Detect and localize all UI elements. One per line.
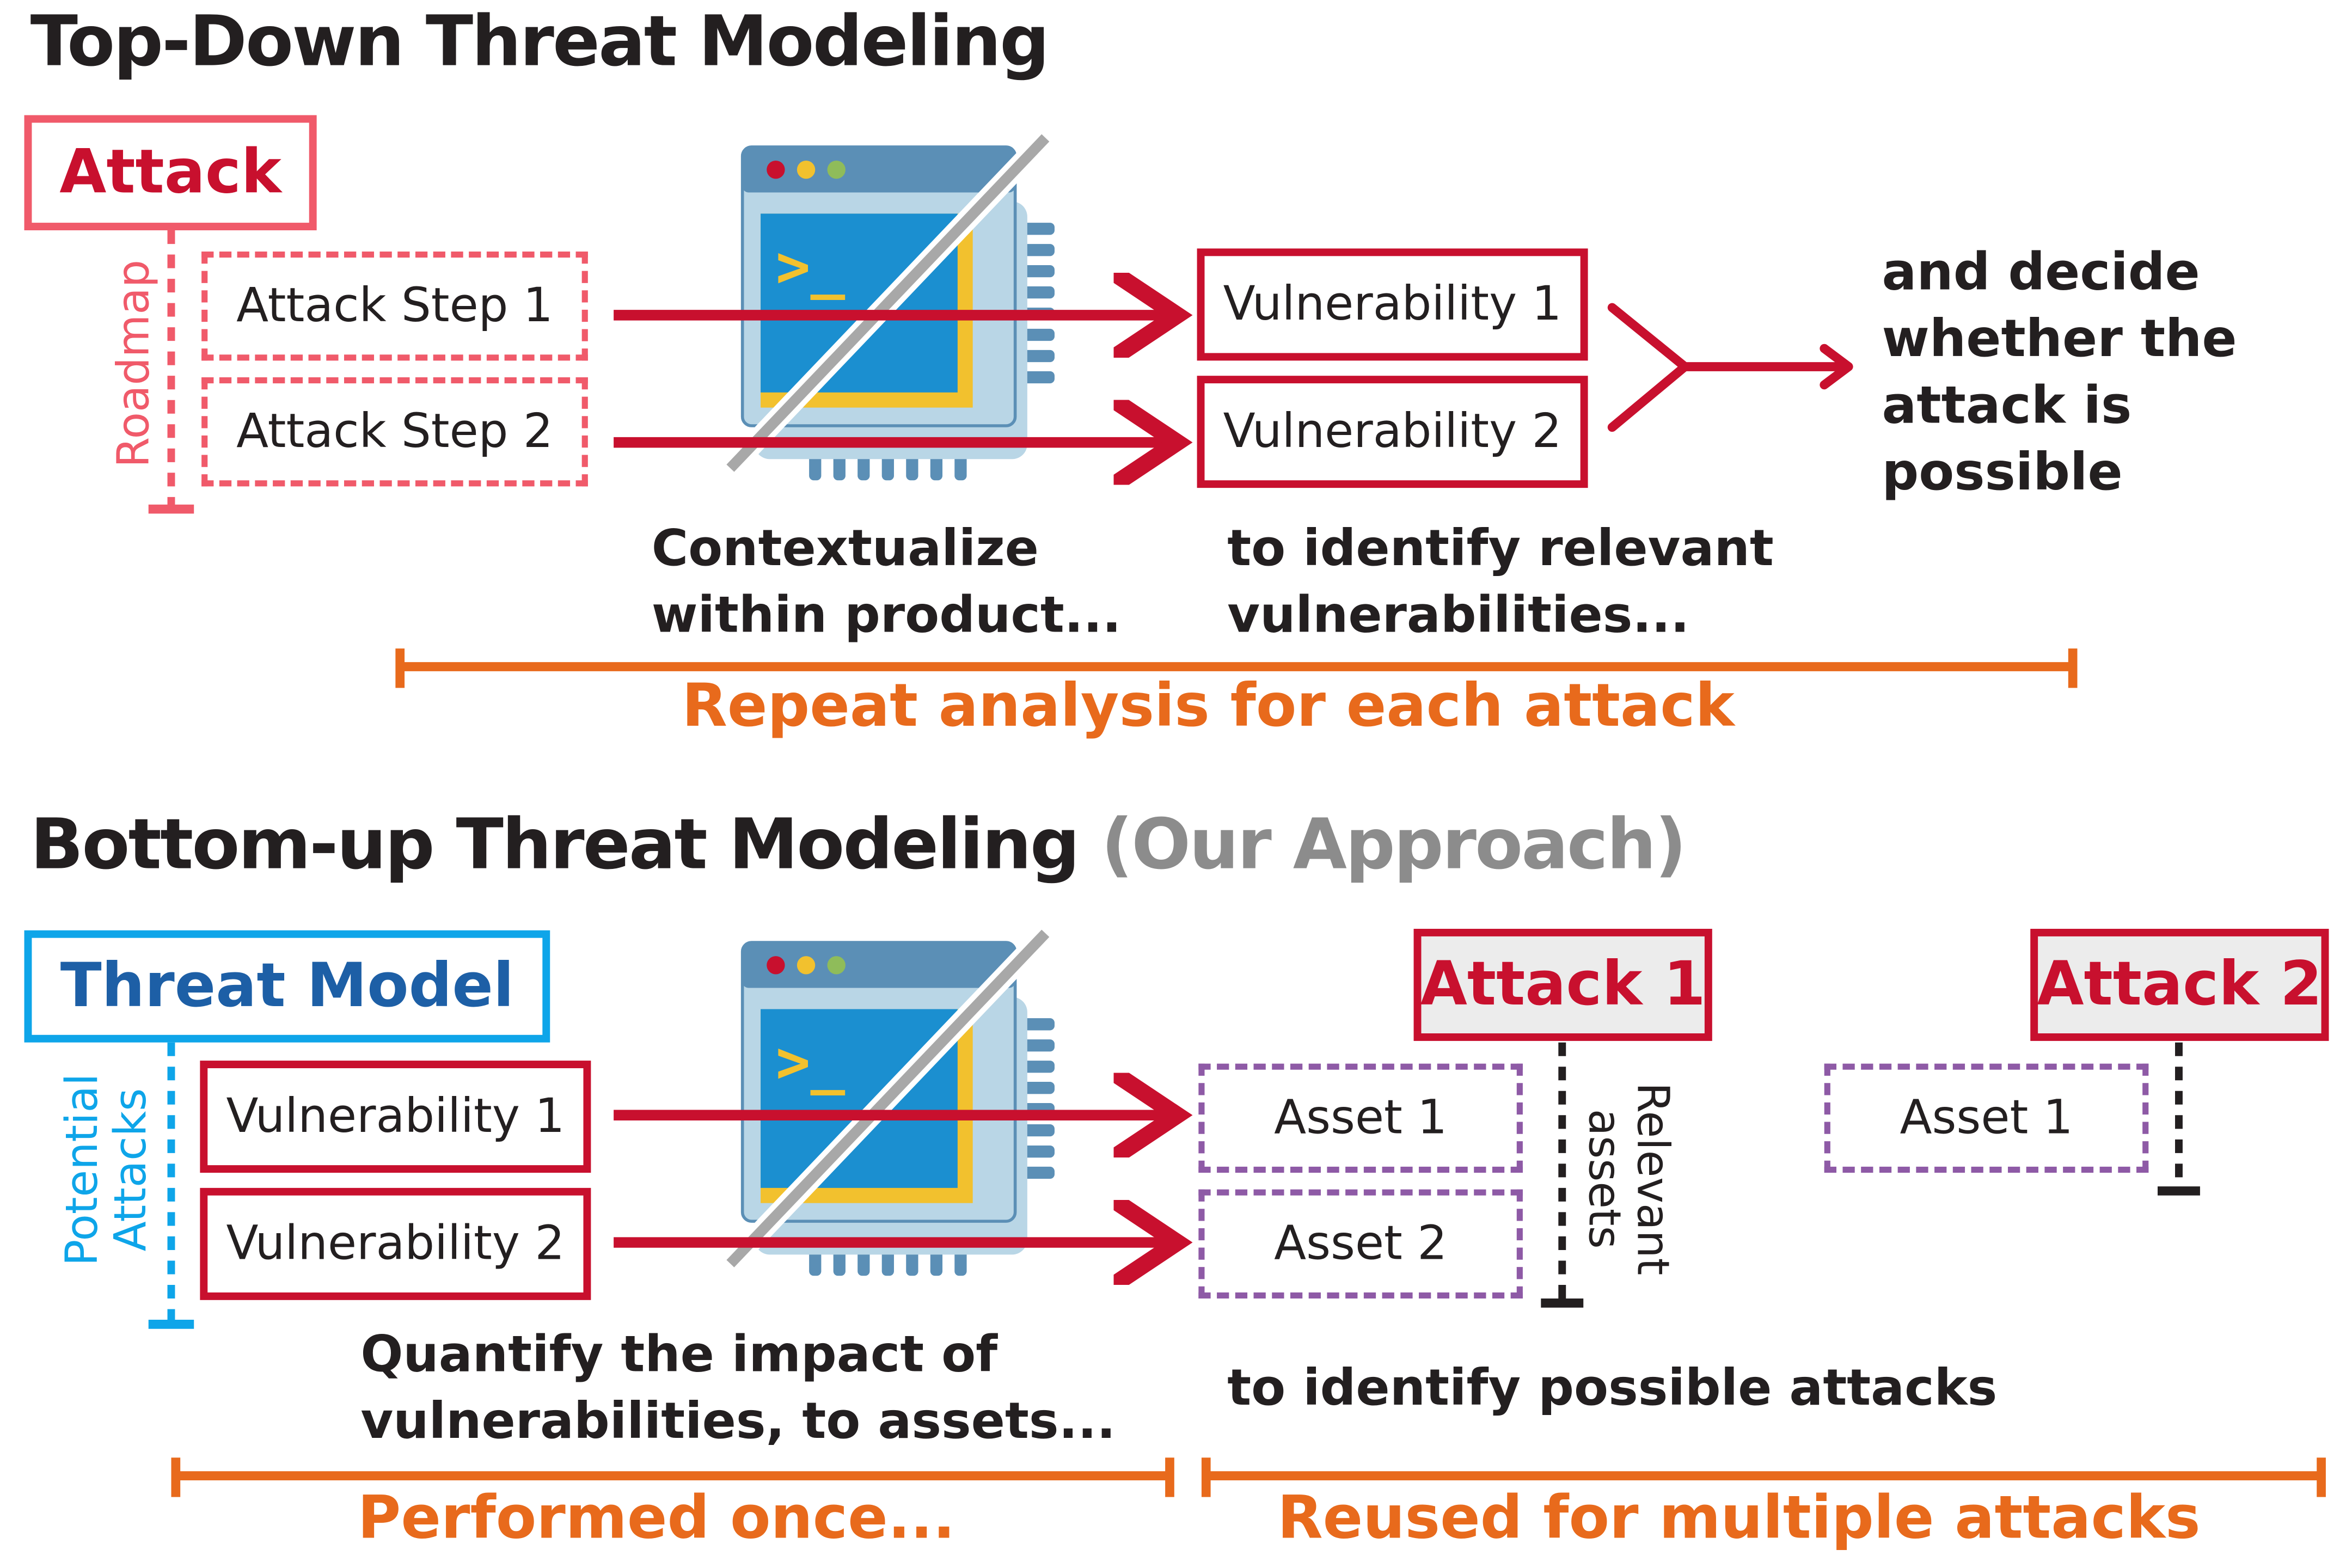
reused-span	[1201, 1457, 2326, 1497]
attack-box: Attack	[24, 115, 317, 231]
computer-chip-icon	[730, 138, 1055, 480]
decide-line-4: possible	[1882, 442, 2123, 503]
repeat-span	[395, 648, 2078, 688]
quantify-text: Quantify the impact of vulnerabilities, …	[360, 1321, 1116, 1455]
repeat-label: Repeat analysis for each attack	[682, 672, 1735, 741]
quantify-line-1: Quantify the impact of	[360, 1324, 998, 1383]
top-identify-line-1: to identify relevant	[1227, 518, 1774, 578]
bottom-vulnerability-1: Vulnerability 1	[200, 1061, 591, 1173]
threat-model-box: Threat Model	[24, 930, 550, 1043]
top-vulnerability-1: Vulnerability 1	[1197, 248, 1588, 361]
merge-arrow	[1607, 303, 1853, 432]
decide-text: and decide whether the attack is possibl…	[1882, 240, 2237, 506]
performed-once-label: Performed once...	[357, 1485, 955, 1553]
relevant-assets-bracket	[1541, 1042, 1584, 1308]
bottom-title: Bottom-up Threat Modeling (Our Approach)	[30, 803, 1687, 885]
attack-2-asset-1: Asset 1	[1824, 1063, 2149, 1173]
roadmap-bracket	[148, 230, 194, 514]
bottom-identify-text: to identify possible attacks	[1227, 1357, 1998, 1417]
attack-1-asset-2: Asset 2	[1198, 1189, 1523, 1299]
computer-chip-icon	[730, 933, 1055, 1276]
bottom-vulnerability-2: Vulnerability 2	[200, 1187, 591, 1300]
top-vulnerability-2: Vulnerability 2	[1197, 376, 1588, 488]
potential-attacks-bracket	[148, 1042, 194, 1329]
attack-step-2: Attack Step 2	[201, 377, 588, 487]
decide-line-2: whether the	[1882, 309, 2237, 370]
quantify-line-2: vulnerabilities, to assets...	[360, 1391, 1116, 1450]
attack-1-asset-1: Asset 1	[1198, 1063, 1523, 1173]
attack-1-box: Attack 1	[1413, 928, 1712, 1041]
attack-2-bracket	[2157, 1042, 2200, 1196]
top-title: Top-Down Threat Modeling	[30, 0, 1050, 82]
decide-line-1: and decide	[1882, 242, 2200, 303]
bottom-title-main: Bottom-up Threat Modeling	[30, 803, 1080, 885]
top-identify-line-2: vulnerabilities...	[1227, 585, 1690, 644]
decide-line-3: attack is	[1882, 376, 2132, 437]
contextualize-line-1: Contextualize	[651, 518, 1039, 578]
attack-step-1: Attack Step 1	[201, 251, 588, 361]
top-identify-text: to identify relevant vulnerabilities...	[1227, 515, 1774, 648]
contextualize-line-2: within product...	[651, 585, 1122, 644]
contextualize-text: Contextualize within product...	[652, 515, 1122, 648]
bottom-title-subtitle: (Our Approach)	[1101, 803, 1687, 885]
attack-2-box: Attack 2	[2030, 928, 2329, 1041]
reused-label: Reused for multiple attacks	[1277, 1485, 2201, 1553]
performed-once-span	[171, 1457, 1174, 1497]
